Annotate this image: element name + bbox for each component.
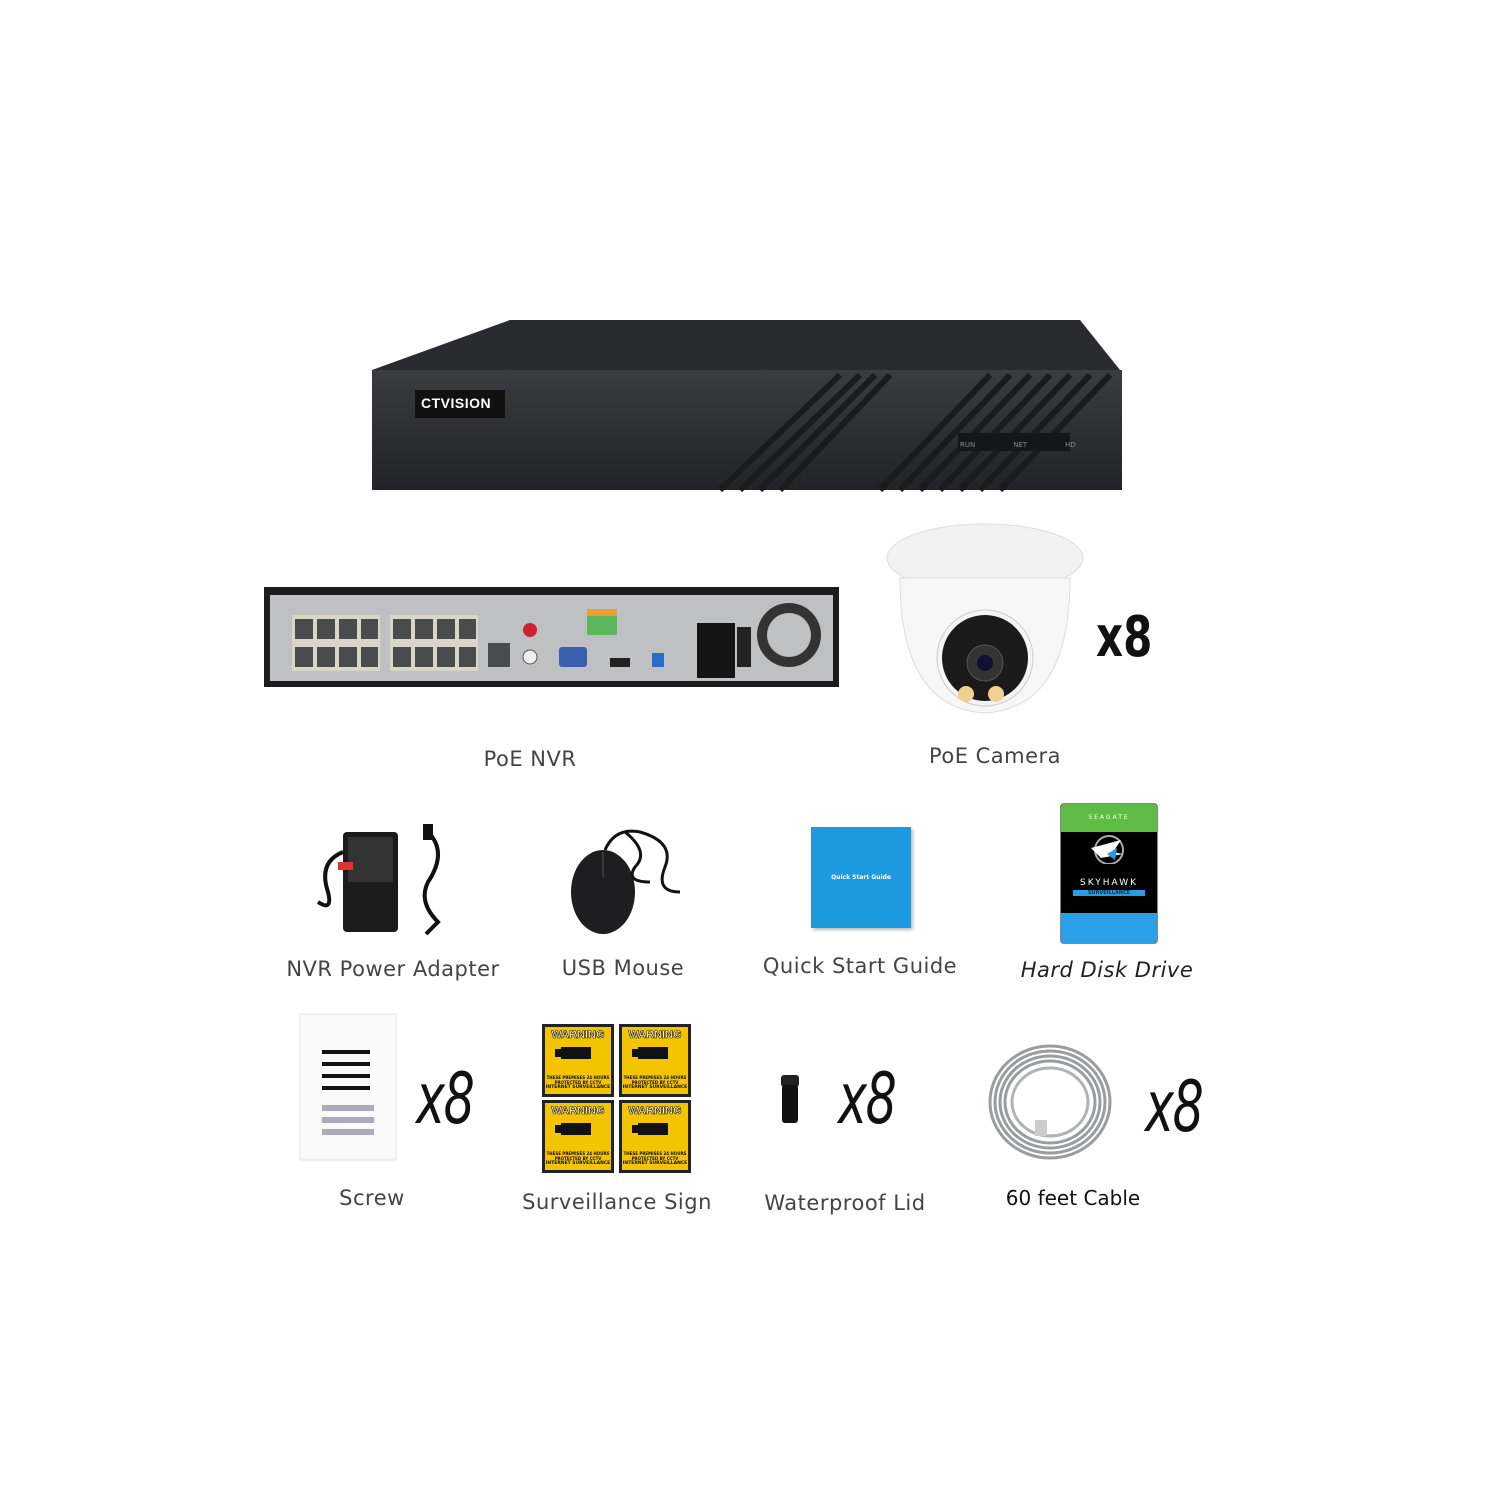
label-surveillance-sign: Surveillance Sign [522,1190,712,1214]
label-usb-mouse: USB Mouse [561,956,685,980]
nvr-brand-logo: CTVISION [421,395,492,411]
sign-line2: PROTECTED BY CCTV [554,1080,602,1085]
sign-line2: PROTECTED BY CCTV [631,1156,679,1161]
label-hard-disk-drive: Hard Disk Drive [1020,958,1194,982]
screw-quantity: x8 [416,1058,475,1140]
sign-heading: WARNING [628,1105,682,1118]
label-poe-camera: PoE Camera [928,744,1062,768]
hdd-line: SURVEILLANCE [1073,890,1145,896]
label-60-feet-cable: 60 feet Cable [1005,1186,1141,1210]
dome-camera-image [886,523,1084,714]
guide-cover-text: Quick Start Guide [831,874,891,881]
sign-heading: WARNING [628,1029,682,1042]
sign-line2: PROTECTED BY CCTV [554,1156,602,1161]
camera-quantity: x8 [1096,605,1153,670]
sign-line1: THESE PREMISES 24 HOURS [546,1151,610,1156]
sign-line1: THESE PREMISES 24 HOURS [623,1075,687,1080]
led-hd: HD [1065,441,1076,449]
sign-line2: PROTECTED BY CCTV [631,1080,679,1085]
sign-line1: THESE PREMISES 24 HOURS [623,1151,687,1156]
sign-line3: INTERNET SURVEILLANCE [622,1085,688,1090]
waterproof-lid-image [781,1075,799,1123]
label-poe-nvr: PoE NVR [483,747,577,771]
screw-pack-image [299,1013,397,1161]
label-power-adapter: NVR Power Adapter [286,957,500,981]
sign-line3: INTERNET SURVEILLANCE [545,1161,611,1166]
power-adapter-image [316,824,441,936]
nvr-back-image [264,587,839,687]
nvr-led-labels: RUN NET HD [960,441,1076,449]
network-cable-image [988,1044,1112,1160]
hard-disk-drive-image: SEAGATE SKYHAWK SURVEILLANCE [1060,803,1158,944]
hdd-brand: SEAGATE [1061,804,1157,832]
sign-heading: WARNING [551,1105,605,1118]
label-screw: Screw [339,1186,405,1210]
led-net: NET [1013,441,1028,449]
sign-line1: THESE PREMISES 24 HOURS [546,1075,610,1080]
lid-quantity: x8 [838,1058,897,1140]
sign-line3: INTERNET SURVEILLANCE [545,1085,611,1090]
label-waterproof-lid: Waterproof Lid [764,1191,926,1215]
quick-start-guide-image: Quick Start Guide [811,827,911,928]
led-run: RUN [960,441,976,449]
sign-heading: WARNING [551,1029,605,1042]
sign-line3: INTERNET SURVEILLANCE [622,1161,688,1166]
hdd-model: SKYHAWK [1079,878,1139,888]
cable-quantity: x8 [1145,1066,1204,1148]
usb-mouse-image [571,829,681,934]
nvr-front-image [372,320,1122,493]
label-quick-start-guide: Quick Start Guide [762,954,958,978]
